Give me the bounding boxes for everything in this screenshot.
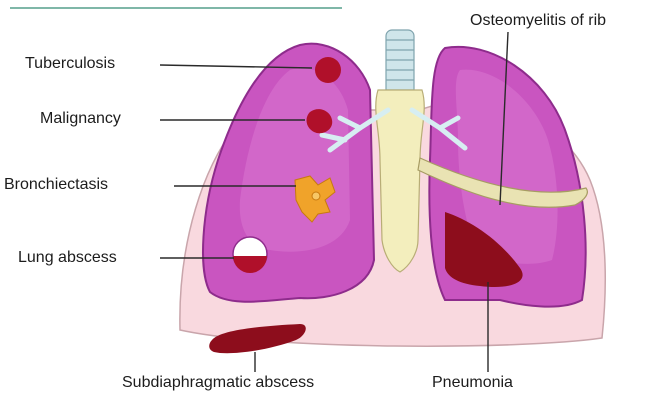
label-lung-abscess: Lung abscess xyxy=(18,249,117,267)
mediastinum xyxy=(376,90,424,272)
label-tuberculosis: Tuberculosis xyxy=(25,55,115,73)
label-bronchiectasis: Bronchiectasis xyxy=(4,176,108,194)
label-malignancy: Malignancy xyxy=(40,110,121,128)
tuberculosis-lesion xyxy=(315,57,341,83)
label-pneumonia: Pneumonia xyxy=(432,374,513,392)
label-osteomyelitis-of-rib: Osteomyelitis of rib xyxy=(470,12,606,30)
lung-abscess-lesion xyxy=(233,237,267,273)
label-subdiaphragmatic-abscess: Subdiaphragmatic abscess xyxy=(122,374,314,392)
